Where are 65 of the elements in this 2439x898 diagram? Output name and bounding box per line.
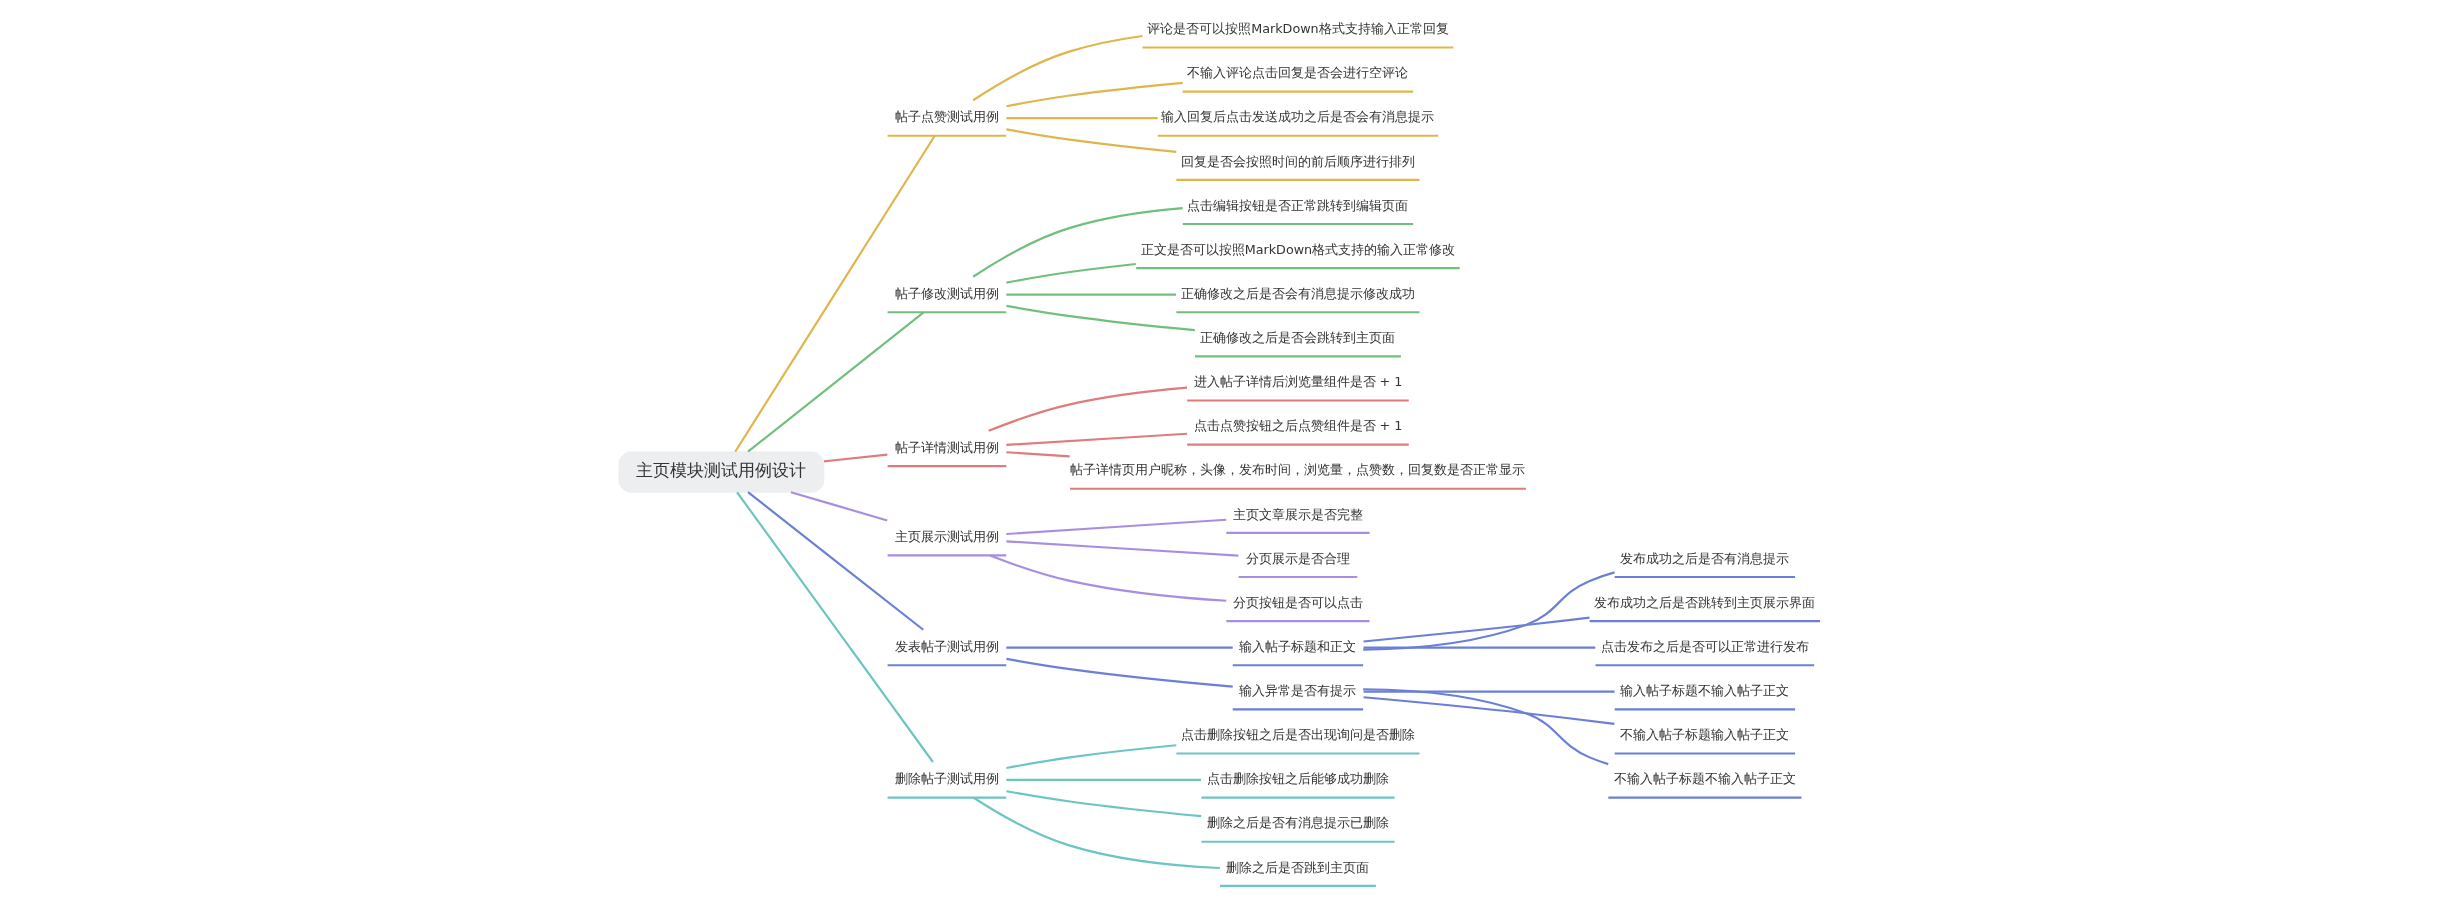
node-text: 正确修改之后是否会有消息提示修改成功: [1180, 285, 1415, 301]
connector: [1363, 688, 1609, 766]
node-text: 回复是否会按照时间的前后顺序进行排列: [1180, 153, 1415, 169]
connector: [1006, 451, 1070, 458]
connector: [734, 135, 936, 453]
node-text: 输入帖子标题不输入帖子正文: [1620, 683, 1790, 699]
connector: [989, 554, 1227, 602]
connector: [1363, 571, 1615, 651]
connector: [973, 796, 1220, 870]
node-text: 发表帖子测试用例: [894, 638, 999, 654]
connector: [1006, 744, 1177, 770]
node-text: 帖子修改测试用例: [894, 285, 999, 301]
connector: [823, 453, 888, 463]
node-text: 点击点赞按钮之后点赞组件是否 + 1: [1193, 418, 1403, 434]
connector: [1006, 790, 1202, 818]
connector: [1363, 690, 1615, 693]
connector: [1006, 518, 1227, 536]
node-text: 分页按钮是否可以点击: [1232, 594, 1363, 610]
node-text: 正文是否可以按照MarkDown格式支持的输入正常修改: [1140, 241, 1456, 257]
node-text: 删除帖子测试用例: [894, 771, 999, 787]
node-text: 帖子详情测试用例: [894, 439, 999, 455]
node-text: 点击编辑按钮是否正常跳转到编辑页面: [1187, 197, 1409, 213]
connector: [972, 207, 1183, 278]
node-text: 不输入帖子标题不输入帖子正文: [1613, 771, 1796, 787]
node-text: 点击删除按钮之后是否出现询问是否删除: [1180, 727, 1415, 743]
node-box: 主页模块测试用例设计: [618, 451, 825, 493]
node-text: 点击删除按钮之后能够成功删除: [1206, 771, 1389, 787]
connector: [1006, 81, 1183, 108]
connector: [1006, 778, 1202, 781]
connector: [1363, 696, 1615, 725]
connector: [790, 491, 888, 522]
connector: [1006, 646, 1233, 649]
connector: [1006, 293, 1176, 296]
connector: [1006, 432, 1188, 446]
node-text: 帖子点赞测试用例: [894, 109, 999, 125]
connector: [1006, 128, 1177, 153]
connector: [1006, 262, 1136, 284]
node-text: 帖子详情页用户昵称，头像，发布时间，浏览量，点赞数，回复数是否正常显示: [1070, 462, 1526, 478]
connector: [972, 34, 1143, 102]
node-text: 输入帖子标题和正文: [1239, 638, 1357, 654]
connector: [736, 491, 934, 763]
connector: [1363, 646, 1596, 649]
connector: [747, 311, 925, 453]
node-text: 删除之后是否有消息提示已删除: [1206, 815, 1389, 831]
node-text: 分页展示是否合理: [1245, 550, 1350, 566]
node-text: 进入帖子详情后浏览量组件是否 + 1: [1193, 374, 1403, 390]
node-text: 不输入评论点击回复是否会进行空评论: [1187, 65, 1409, 81]
node-text: 主页展示测试用例: [894, 529, 999, 545]
node-text: 评论是否可以按照MarkDown格式支持输入正常回复: [1147, 21, 1449, 37]
node-text: 点击发布之后是否可以正常进行发布: [1600, 638, 1809, 654]
connector: [1006, 657, 1233, 688]
connector: [747, 491, 924, 631]
connector: [988, 386, 1188, 432]
connector: [1363, 616, 1590, 643]
connector: [1006, 540, 1239, 557]
node-text: 不输入帖子标题输入帖子正文: [1620, 727, 1790, 743]
node-text: 输入异常是否有提示: [1239, 683, 1357, 699]
node-text: 输入回复后点击发送成功之后是否会有消息提示: [1161, 109, 1435, 125]
node-text: 发布成功之后是否有消息提示: [1620, 550, 1790, 566]
connector: [1006, 304, 1195, 332]
node-text: 发布成功之后是否跳转到主页展示界面: [1594, 594, 1816, 610]
node-text: 正确修改之后是否会跳转到主页面: [1200, 330, 1396, 346]
connector: [1006, 117, 1158, 120]
node-text: 删除之后是否跳到主页面: [1226, 859, 1370, 875]
node-text: 主页文章展示是否完整: [1232, 506, 1363, 522]
